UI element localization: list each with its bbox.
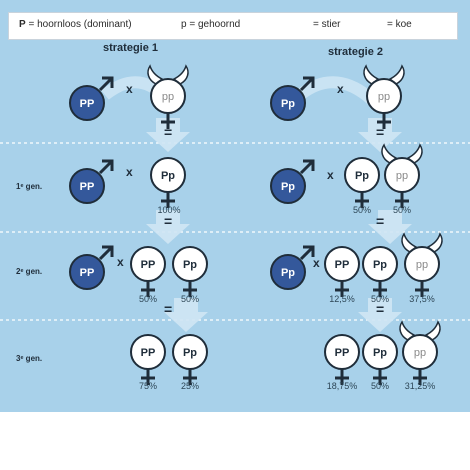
genotype-label: pp xyxy=(396,170,408,182)
genotype-label: pp xyxy=(378,91,390,103)
percentage-label: 18,75% xyxy=(326,381,358,391)
s1-parent-cow: pp xyxy=(147,65,189,131)
genotype-label: Pp xyxy=(281,267,295,279)
genotype-label: Pp xyxy=(355,170,369,182)
genotype-label: PP xyxy=(141,347,156,359)
equals-symbol: = xyxy=(376,124,385,140)
legend-dominant: P = hoornloos (dominant) xyxy=(19,19,132,30)
genotype-label: PP xyxy=(141,259,156,271)
legend-recessive: p = gehoornd xyxy=(181,19,241,30)
equals-symbol: = xyxy=(164,301,173,317)
genotype-label: Pp xyxy=(373,347,387,359)
genotype-label: pp xyxy=(162,91,174,103)
legend-cow-text: = koe xyxy=(387,19,412,30)
percentage-label: 12,5% xyxy=(329,294,355,304)
equals-symbol: = xyxy=(376,301,385,317)
percentage-label: 50% xyxy=(352,205,371,215)
cross-symbol: x xyxy=(337,82,344,96)
genotype-label: Pp xyxy=(373,259,387,271)
genotype-label: Pp xyxy=(183,347,197,359)
equals-symbol: = xyxy=(164,124,173,140)
genotype-label: PP xyxy=(335,259,350,271)
s1-g3-cow-b: Pp xyxy=(171,333,209,387)
genotype-label: PP xyxy=(80,181,95,193)
genotype-label: PP xyxy=(80,98,95,110)
percentage-label: 37,5% xyxy=(409,294,435,304)
genotype-label: PP xyxy=(335,347,350,359)
cross-symbol: x xyxy=(313,256,320,270)
row-label-gen3: 3ᵉ gen. xyxy=(16,354,43,363)
s1-g1-bull: PP xyxy=(68,159,114,205)
s2-g3-cow-c: pp xyxy=(399,321,441,387)
s1-g3-cow-a: PP xyxy=(129,333,167,387)
genotype-label: Pp xyxy=(161,170,175,182)
row-label-gen2: 2ᵉ gen. xyxy=(16,267,43,276)
s2-g2-cow-b: Pp xyxy=(361,245,399,299)
percentage-label: 25% xyxy=(180,381,199,391)
s2-g1-bull: Pp xyxy=(269,159,315,205)
strategy-1-title: strategie 1 xyxy=(103,42,159,54)
cross-symbol: x xyxy=(327,168,334,182)
s2-g2-bull: Pp xyxy=(269,245,315,291)
strategy-2-title: strategie 2 xyxy=(328,46,384,58)
s1-g1-cow: Pp xyxy=(149,156,187,210)
s2-parent-cow: pp xyxy=(363,65,405,131)
legend-dominant-symbol: P xyxy=(19,19,26,30)
equals-symbol: = xyxy=(164,213,173,229)
cross-symbol: x xyxy=(126,165,133,179)
percentage-label: 50% xyxy=(370,381,389,391)
s2-g1-cow-b: pp xyxy=(381,144,423,210)
percentage-label: 31,25% xyxy=(404,381,436,391)
row-label-gen1: 1ᵉ gen. xyxy=(16,182,43,191)
percentage-label: 50% xyxy=(370,294,389,304)
legend-bull-text: = stier xyxy=(313,19,341,30)
percentage-label: 50% xyxy=(392,205,411,215)
percentage-label: 50% xyxy=(138,294,157,304)
equals-symbol: = xyxy=(376,213,385,229)
s2-parent-bull: Pp xyxy=(269,76,315,122)
genotype-label: Pp xyxy=(183,259,197,271)
s2-g2-cow-c: pp xyxy=(401,233,443,299)
cross-symbol: x xyxy=(117,255,124,269)
s1-g2-cow-b: Pp xyxy=(171,245,209,299)
percentage-label: 100% xyxy=(157,205,181,215)
genotype-label: Pp xyxy=(281,98,295,110)
genotype-label: PP xyxy=(80,267,95,279)
percentage-label: 75% xyxy=(138,381,157,391)
s1-parent-bull: PP xyxy=(68,76,114,122)
genotype-label: pp xyxy=(414,347,426,359)
genotype-label: pp xyxy=(416,259,428,271)
percentage-label: 50% xyxy=(180,294,199,304)
genotype-label: Pp xyxy=(281,181,295,193)
s2-g3-cow-b: Pp xyxy=(361,333,399,387)
flow-arrow xyxy=(296,76,377,105)
s1-g2-cow-a: PP xyxy=(129,245,167,299)
s2-g2-cow-a: PP xyxy=(323,245,361,299)
s1-g2-bull: PP xyxy=(68,245,114,291)
s2-g3-cow-a: PP xyxy=(323,333,361,387)
legend: P = hoornloos (dominant) p = gehoornd = … xyxy=(8,12,458,40)
s2-g1-cow-a: Pp xyxy=(343,156,381,210)
legend-dominant-text: = hoornloos (dominant) xyxy=(28,19,132,30)
cross-symbol: x xyxy=(126,82,133,96)
